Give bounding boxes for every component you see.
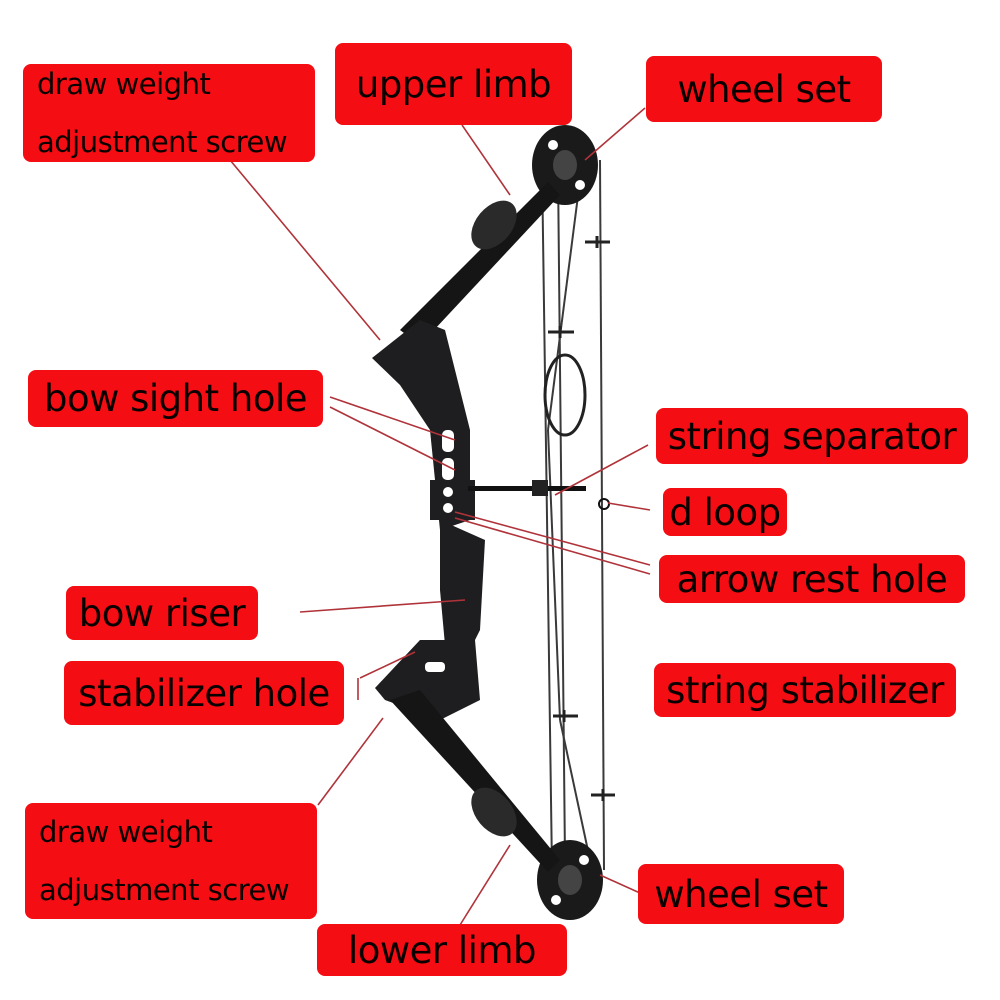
label-string-stabilizer: string stabilizer xyxy=(654,663,956,717)
label-bow-sight-hole: bow sight hole xyxy=(28,370,323,427)
label-line-2: adjustment screw xyxy=(37,125,288,159)
label-text: string stabilizer xyxy=(666,668,944,712)
leader-lines xyxy=(229,107,651,926)
string-loop xyxy=(543,353,587,437)
label-string-separator: string separator xyxy=(656,408,968,464)
label-text: arrow rest hole xyxy=(676,557,948,601)
label-lower-limb: lower limb xyxy=(317,924,567,976)
label-line-1: draw weight xyxy=(39,815,213,849)
label-draw-weight-screw-top: draw weight adjustment screw xyxy=(23,64,315,162)
bow-strings xyxy=(541,159,605,871)
label-text: wheel set xyxy=(654,872,828,916)
label-wheel-set-bottom: wheel set xyxy=(638,864,844,924)
label-wheel-set-top: wheel set xyxy=(646,56,882,122)
label-text: wheel set xyxy=(677,67,851,111)
label-text: lower limb xyxy=(347,928,537,972)
label-draw-weight-screw-bottom: draw weight adjustment screw xyxy=(25,803,317,919)
label-text: bow sight hole xyxy=(43,377,308,420)
riser-shape xyxy=(372,320,485,720)
string-stabilizer-ticks xyxy=(548,236,615,801)
label-arrow-rest-hole: arrow rest hole xyxy=(659,555,965,603)
label-upper-limb: upper limb xyxy=(335,43,572,125)
label-text: stabilizer hole xyxy=(78,671,330,715)
label-text: d loop xyxy=(669,490,781,534)
label-stabilizer-hole: stabilizer hole xyxy=(64,661,344,725)
d-loop-ring xyxy=(598,498,610,510)
label-bow-riser: bow riser xyxy=(66,586,258,640)
upper-limb-shape xyxy=(400,182,560,345)
label-d-loop: d loop xyxy=(663,488,787,536)
label-line-1: draw weight xyxy=(37,67,211,101)
label-text: string separator xyxy=(667,414,957,458)
label-line-2: adjustment screw xyxy=(39,873,290,907)
lower-limb-shape xyxy=(390,690,560,872)
arrow-rest-rod xyxy=(468,486,586,491)
label-text: upper limb xyxy=(355,62,552,106)
label-text: bow riser xyxy=(78,591,246,635)
riser-holes xyxy=(425,430,454,672)
